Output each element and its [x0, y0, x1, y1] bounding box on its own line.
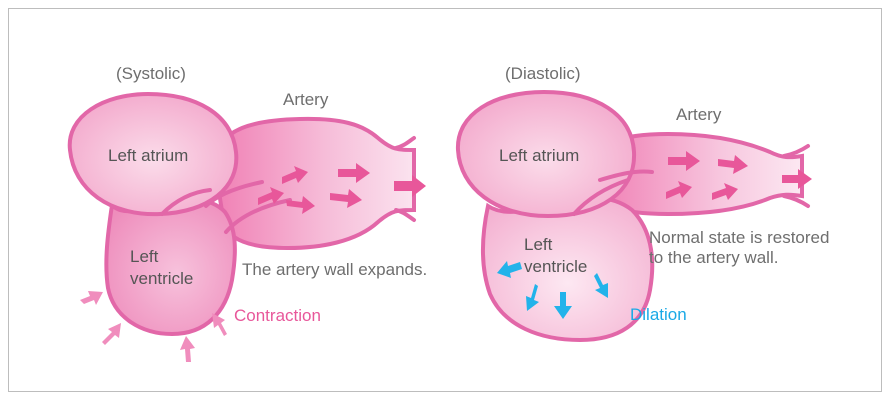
diastolic-left-atrium-label: Left atrium: [499, 146, 579, 165]
diastolic-artery-label: Artery: [676, 105, 722, 124]
systolic-left-atrium-label: Left atrium: [108, 146, 188, 165]
systolic-left-ventricle-label-2: ventricle: [130, 269, 193, 288]
systolic-artery-note: The artery wall expands.: [242, 260, 427, 279]
contraction-arrow-icon: [102, 323, 121, 345]
systolic-heart: [70, 94, 414, 334]
diastolic-left-ventricle-label-2: ventricle: [524, 257, 587, 276]
diastolic-artery-note-2: to the artery wall.: [649, 248, 778, 267]
systolic-left-ventricle-label-1: Left: [130, 247, 159, 266]
diastolic-left-ventricle-label-1: Left: [524, 235, 553, 254]
diastolic-artery-note-1: Normal state is restored: [649, 228, 829, 247]
contraction-arrow-icon: [180, 336, 195, 362]
systolic-artery-label: Artery: [283, 90, 329, 109]
systolic-artery: [214, 119, 414, 248]
dilation-label: Dilation: [630, 305, 687, 324]
contraction-label: Contraction: [234, 306, 321, 325]
contraction-arrow-icon: [212, 313, 227, 336]
systolic-title: (Systolic): [116, 64, 186, 83]
diastolic-title: (Diastolic): [505, 64, 581, 83]
diastolic-heart: [458, 92, 808, 340]
systolic-left-ventricle: [106, 199, 235, 334]
contraction-arrow-icon: [80, 291, 103, 305]
